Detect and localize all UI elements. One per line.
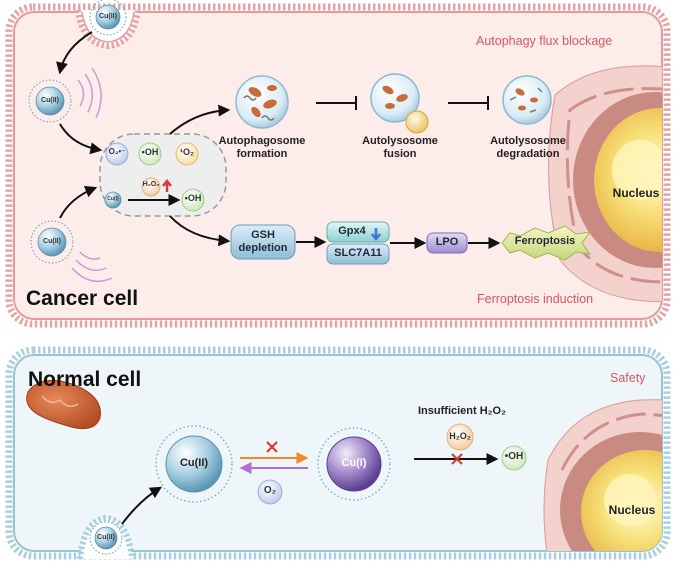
cu2-small-entry-particle [89,521,123,555]
hydroxyl-product-icon [181,188,205,212]
blocked-cross-icon [451,453,463,465]
label-lpo: LPO [435,236,459,248]
label-cu-small: Cu(I) [107,196,119,202]
label-cancer-cell: Cancer cell [26,287,139,310]
cancer-nucleus [548,65,662,303]
label-cu1-large: Cu(I) [341,457,367,469]
label-ferroptosis-induction: Ferroptosis induction [477,292,594,306]
autophagosome-icon [235,75,289,129]
h2o2-icon [141,177,161,197]
label-safety: Safety [610,371,646,385]
label-autolysosome-degradation: Autolysosome degradation [490,135,566,160]
label-hydroxyl-normal: •OH [504,451,524,462]
hydroxyl-normal-icon [501,445,527,471]
cu-small-particle [104,191,122,209]
arrow-block-2 [448,96,489,110]
arrow-cu1-to-ros [59,185,98,219]
label-h2o2: H₂O₂ [142,181,160,188]
label-o2: O₂ [263,485,277,496]
arrow-to-autophagy [169,104,231,135]
label-cu1-lower: Cu(II) [43,238,61,245]
label-autolysosome-fusion: Autolysosome fusion [362,135,438,160]
label-cu2-outside: Cu(II) [99,13,117,20]
arrow-block-1 [316,96,357,110]
label-hydroxyl: •OH [141,147,159,157]
cu1-large-particle [317,427,391,501]
label-cu2-entry: Cu(II) [97,534,115,541]
arrow-entry [56,31,93,75]
mitochondrion-icon [26,379,101,430]
label-hydroxyl-product: •OH [184,193,202,203]
label-cu2-inside: Cu(II) [41,97,59,104]
label-superoxide: O₂•⁻ [108,147,126,156]
cu1-particle-lower [30,220,113,283]
label-ferroptosis: Ferroptosis [514,235,576,247]
cu2-particle-outside [89,0,127,36]
autolysosome-degradation-icon [502,75,552,125]
ferroptosis-star [501,225,592,261]
label-insufficient-h2o2: Insufficient H₂O₂ [418,405,506,417]
arrow-to-gsh [169,215,231,247]
cross-icon [266,441,278,453]
label-slc7a11: SLC7A11 [334,247,382,259]
lpo-box [426,232,468,254]
arrow-cu2-to-ros [59,123,103,155]
label-cu2-large: Cu(II) [179,457,209,469]
label-autophagosome: Autophagosome formation [218,135,306,160]
label-h2o2-normal: H₂O₂ [449,431,471,441]
cu2-large-particle [155,425,233,503]
arrow-entry-normal [121,486,163,525]
hydroxyl-icon [138,142,162,166]
singlet-oxygen-icon [175,142,199,166]
cu2-particle-inside [28,67,102,123]
h2o2-normal-icon [446,423,474,451]
gpx4-box [326,221,390,265]
label-autophagy-flux: Autophagy flux blockage [476,34,613,48]
h2o2-up-arrow-icon [162,178,172,192]
label-gsh: GSH depletion [238,229,288,254]
superoxide-icon [105,142,129,166]
label-singlet-oxygen: ¹O₂ [180,147,194,157]
label-normal-cell: Normal cell [28,368,142,391]
label-cancer-nucleus: Nucleus [612,186,660,200]
label-normal-nucleus: Nucleus [608,503,656,517]
o2-icon [257,479,283,505]
label-gpx4: Gpx4 [338,225,366,237]
normal-nucleus [543,399,662,551]
gsh-box [230,224,296,260]
autolysosome-fusion-icon [370,73,429,134]
